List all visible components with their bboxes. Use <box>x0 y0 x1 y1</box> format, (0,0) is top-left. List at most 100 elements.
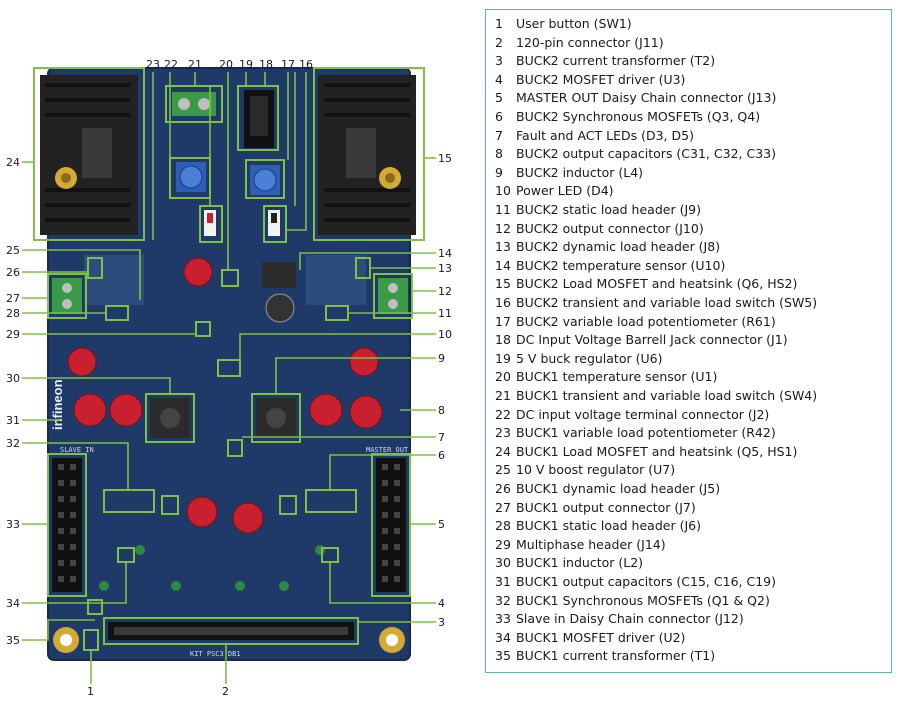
callout-24: 24 <box>6 156 20 169</box>
callout-27: 27 <box>6 292 20 305</box>
legend-item-number: 19 <box>495 350 511 366</box>
callout-20: 20 <box>219 58 233 71</box>
board-figure: infineon <box>6 58 452 698</box>
callout-33: 33 <box>6 518 20 531</box>
buck2-output-caps <box>309 347 383 429</box>
legend-item-text: BUCK1 MOSFET driver (U2) <box>516 629 686 645</box>
legend-item-text: User button (SW1) <box>516 16 632 31</box>
legend-item-number: 34 <box>495 629 511 645</box>
header-j13 <box>376 458 406 592</box>
legend-item-text: DC input voltage terminal connector (J2) <box>516 406 770 422</box>
callout-3: 3 <box>438 616 445 629</box>
legend-item-number: 2 <box>495 34 503 50</box>
legend-item-number: 24 <box>495 443 511 459</box>
legend-item-text: BUCK1 Synchronous MOSFETs (Q1 & Q2) <box>516 592 770 608</box>
legend-item-text: BUCK1 dynamic load header (J5) <box>516 481 721 496</box>
legend-item-text: MASTER OUT Daisy Chain connector (J13) <box>516 90 777 106</box>
callout-1: 1 <box>87 685 94 698</box>
legend-item-number: 25 <box>495 462 511 478</box>
legend-item-text: BUCK2 MOSFET driver (U3) <box>516 71 686 87</box>
callout-23: 23 <box>146 58 160 71</box>
legend-item-text: BUCK2 transient and variable load switch… <box>516 295 818 310</box>
callout-21: 21 <box>188 58 202 71</box>
legend-item-text: BUCK2 Synchronous MOSFETs (Q3, Q4) <box>516 109 761 124</box>
callout-19: 19 <box>239 58 253 71</box>
legend-item-text: 10 V boost regulator (U7) <box>516 462 676 478</box>
callout-22: 22 <box>164 58 178 71</box>
legend-item-text: Multiphase header (J14) <box>516 536 666 552</box>
heatsink-right <box>318 75 416 235</box>
legend-item-number: 15 <box>495 276 511 292</box>
callout-13: 13 <box>438 262 452 275</box>
legend-item-number: 11 <box>495 202 511 217</box>
legend-item-number: 30 <box>495 555 511 571</box>
callout-31: 31 <box>6 414 20 427</box>
legend-item-number: 3 <box>495 53 503 69</box>
legend-item-number: 26 <box>495 481 511 496</box>
callout-30: 30 <box>6 372 20 385</box>
legend-item-number: 14 <box>495 257 511 273</box>
callout-15: 15 <box>438 152 452 165</box>
legend-item-number: 5 <box>495 90 503 106</box>
legend-item-text: BUCK2 output connector (J10) <box>516 220 704 236</box>
callout-25: 25 <box>6 244 20 257</box>
callout-4: 4 <box>438 597 445 610</box>
leader-lines <box>22 72 436 684</box>
svg-text:KIT PSC3 DB1: KIT PSC3 DB1 <box>190 650 241 658</box>
legend-item-number: 35 <box>495 648 511 664</box>
legend-item-text: BUCK1 variable load potentiometer (R42) <box>516 425 776 441</box>
callout-numbers: 23 22 21 20 19 18 17 16 24 25 26 27 28 2… <box>6 58 452 698</box>
callout-12: 12 <box>438 285 452 298</box>
svg-text:SLAVE IN: SLAVE IN <box>60 446 94 454</box>
legend-item-number: 6 <box>495 109 503 124</box>
legend-item-text: BUCK2 variable load potentiometer (R61) <box>516 313 776 329</box>
legend-item-number: 13 <box>495 239 511 255</box>
legend-item-text: BUCK2 inductor (L4) <box>516 164 644 180</box>
callout-9: 9 <box>438 352 445 365</box>
callout-35: 35 <box>6 634 20 647</box>
legend-item-text: DC Input Voltage Barrell Jack connector … <box>516 332 788 348</box>
legend-item-text: BUCK2 Load MOSFET and heatsink (Q6, HS2) <box>516 276 798 292</box>
legend-item-number: 12 <box>495 220 511 236</box>
legend-item-number: 33 <box>495 611 511 627</box>
legend-item-number: 7 <box>495 127 503 143</box>
infineon-logo: infineon <box>50 379 65 430</box>
callout-2: 2 <box>222 685 229 698</box>
legend-item-text: Slave in Daisy Chain connector (J12) <box>516 611 744 627</box>
legend-item-text: BUCK1 static load header (J6) <box>516 518 701 534</box>
legend-item-text: BUCK1 output connector (J7) <box>516 499 696 515</box>
legend-item-number: 20 <box>495 369 511 385</box>
legend-item-number: 32 <box>495 592 511 608</box>
buck1-output-caps <box>67 347 143 427</box>
callout-32: 32 <box>6 437 20 450</box>
legend-item-text: BUCK1 current transformer (T1) <box>516 648 716 664</box>
legend-item-number: 4 <box>495 71 503 87</box>
legend-item-text: BUCK1 transient and variable load switch… <box>516 388 818 403</box>
legend-item-number: 28 <box>495 518 511 534</box>
legend-item-number: 18 <box>495 332 511 348</box>
callout-7: 7 <box>438 431 445 444</box>
callout-8: 8 <box>438 404 445 417</box>
callout-26: 26 <box>6 266 20 279</box>
legend-item-text: BUCK1 temperature sensor (U1) <box>516 369 718 385</box>
legend-item-text: 120-pin connector (J11) <box>516 34 664 50</box>
legend-item-text: Fault and ACT LEDs (D3, D5) <box>516 127 694 143</box>
legend-item-text: BUCK2 dynamic load header (J8) <box>516 239 721 255</box>
callout-18: 18 <box>259 58 273 71</box>
legend-item-number: 16 <box>495 295 511 310</box>
legend-item-text: BUCK1 output capacitors (C15, C16, C19) <box>516 574 776 589</box>
svg-text:MASTER OUT: MASTER OUT <box>366 446 409 454</box>
legend-item-number: 21 <box>495 388 511 403</box>
legend-item-number: 17 <box>495 313 511 329</box>
callout-6: 6 <box>438 449 445 462</box>
highlight-boxes <box>33 67 425 651</box>
header-j12 <box>52 458 82 592</box>
callout-34: 34 <box>6 597 20 610</box>
legend-item-number: 31 <box>495 574 511 589</box>
legend-item-text: BUCK2 static load header (J9) <box>516 202 701 217</box>
callout-28: 28 <box>6 307 20 320</box>
legend-item-number: 27 <box>495 499 511 515</box>
legend-item-text: BUCK2 current transformer (T2) <box>516 53 716 69</box>
legend-item-text: Power LED (D4) <box>516 183 614 199</box>
